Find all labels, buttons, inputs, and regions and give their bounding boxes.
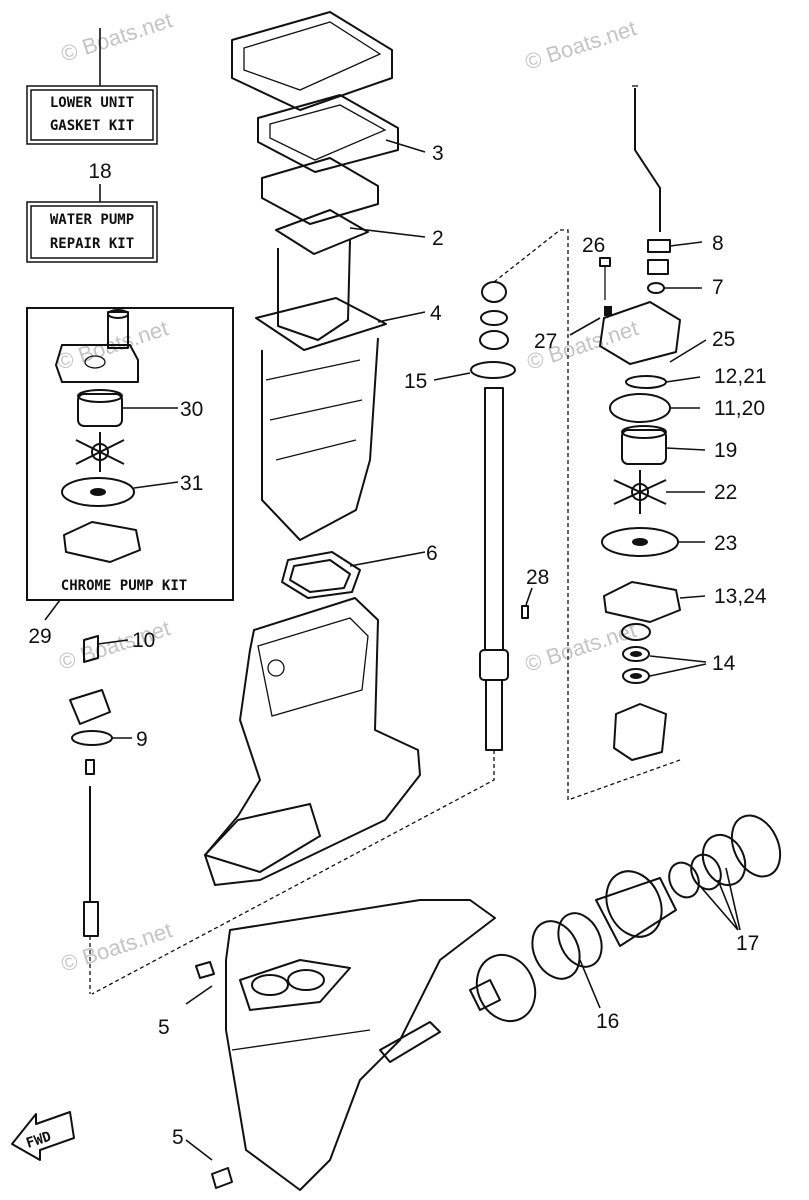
callout-8: 8: [712, 232, 724, 255]
driveshaft: [91, 229, 561, 995]
callout-28: 28: [526, 566, 549, 589]
watermark: © Boats.net: [58, 917, 175, 976]
callout-29: 29: [28, 625, 51, 648]
fwd-label: FWD: [24, 1129, 53, 1152]
callout-15: 15: [404, 370, 427, 393]
callout-13-24: 13,24: [714, 585, 767, 608]
water-pump-kit-label-line1: WATER PUMP: [50, 212, 134, 228]
callout-23: 23: [714, 532, 737, 555]
callout-19: 19: [714, 439, 737, 462]
callout-30: 30: [180, 398, 203, 421]
water-pump-stack: [560, 85, 707, 801]
callout-16: 16: [596, 1010, 619, 1033]
water-pump-repair-kit-box: 18 WATER PUMP REPAIR KIT: [26, 160, 158, 263]
callout-10: 10: [132, 629, 155, 652]
watermark: © Boats.net: [522, 617, 639, 676]
lower-unit-gasket-kit-box: LOWER UNIT GASKET KIT: [26, 28, 158, 145]
upper-housing-stack: [231, 11, 426, 599]
callout-26: 26: [582, 234, 605, 257]
callout-5-lower: 5: [172, 1126, 184, 1149]
callout-27: 27: [534, 330, 557, 353]
callout-11-20: 11,20: [714, 397, 765, 420]
callout-6: 6: [426, 542, 438, 565]
callout-25: 25: [712, 328, 735, 351]
callout-3: 3: [432, 142, 444, 165]
callout-18: 18: [88, 160, 111, 183]
callout-12-21: 12,21: [714, 365, 767, 388]
water-pump-kit-label-line2: REPAIR KIT: [50, 236, 134, 252]
callout-5-upper: 5: [158, 1016, 170, 1039]
shift-rod-assembly: [69, 635, 132, 994]
watermark: © Boats.net: [56, 615, 173, 674]
chrome-pump-kit-label: CHROME PUMP KIT: [61, 578, 187, 594]
lower-unit-kit-label-line2: GASKET KIT: [50, 118, 134, 134]
callout-4: 4: [430, 302, 442, 325]
callout-31: 31: [180, 472, 203, 495]
callout-7: 7: [712, 276, 724, 299]
callout-9: 9: [136, 728, 148, 751]
callout-14: 14: [712, 652, 736, 675]
callout-2: 2: [432, 227, 444, 250]
watermarks: © Boats.net © Boats.net © Boats.net © Bo…: [54, 7, 641, 976]
callout-22: 22: [714, 481, 737, 504]
chrome-pump-kit-box: CHROME PUMP KIT 29: [26, 307, 234, 648]
propeller-shaft-assembly: [379, 814, 782, 1063]
upper-casing: [204, 597, 421, 886]
lower-unit-kit-label-line1: LOWER UNIT: [50, 95, 134, 111]
forward-direction-arrow: FWD: [11, 1111, 75, 1161]
callout-17: 17: [736, 932, 759, 955]
gear-case: [185, 899, 496, 1191]
watermark: © Boats.net: [58, 7, 175, 66]
watermark: © Boats.net: [522, 15, 639, 74]
callout-numbers: 3 2 4 6 15 26 8 7 27 25 12,21 11,20 19 2…: [132, 142, 767, 1149]
